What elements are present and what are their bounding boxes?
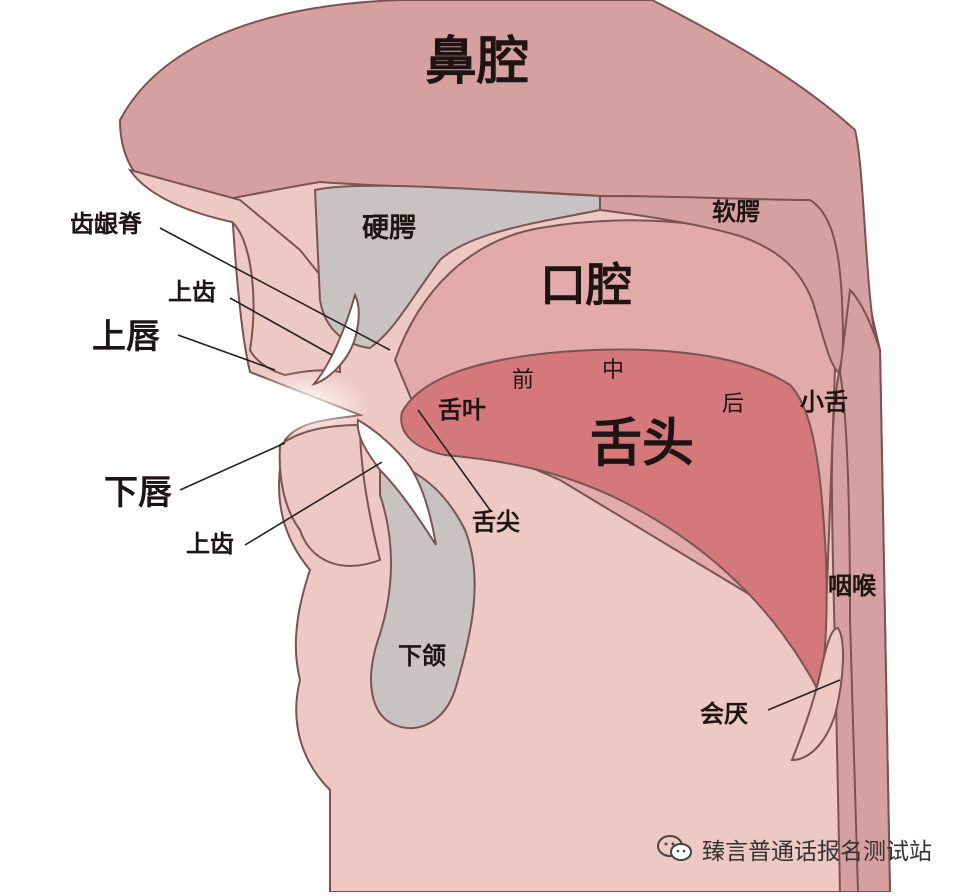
label-soft-palate: 软腭 (712, 198, 760, 226)
label-lower-teeth: 上齿 (186, 530, 234, 558)
label-tongue-tip: 舌尖 (472, 508, 520, 536)
label-tongue: 舌头 (590, 414, 695, 474)
label-tongue-front: 前 (512, 368, 535, 393)
label-lower-lip: 下唇 (104, 473, 172, 513)
leader-upper-lip (177, 334, 276, 371)
leader-upper-teeth (229, 297, 333, 356)
wechat-icon (657, 835, 692, 861)
lower-lip-shape (278, 423, 382, 567)
watermark: 臻言普通话报名测试站 (656, 832, 932, 866)
label-hard-palate: 硬腭 (362, 213, 416, 244)
leader-lines (159, 227, 841, 711)
leader-lower-teeth (244, 461, 383, 546)
lower-tooth (356, 418, 437, 546)
label-upper-teeth: 上齿 (168, 278, 216, 306)
mandible (370, 453, 476, 730)
upper-tooth (311, 292, 360, 386)
watermark-text: 臻言普通话报名测试站 (702, 839, 932, 865)
hard-palate (313, 184, 601, 350)
leader-lower-lip (179, 442, 286, 491)
leader-epiglottis (767, 679, 841, 711)
label-upper-lip: 上唇 (92, 317, 160, 357)
label-alveolar-ridge: 齿龈脊 (70, 210, 142, 238)
epiglottis (790, 626, 844, 762)
label-tongue-middle: 中 (602, 358, 625, 383)
label-tongue-blade: 舌叶 (438, 396, 486, 424)
label-oral-cavity: 口腔 (540, 258, 632, 312)
pharynx (838, 287, 892, 893)
label-uvula: 小舌 (800, 388, 848, 416)
label-mandible: 下颌 (398, 642, 446, 670)
label-epiglottis: 会厌 (700, 700, 748, 728)
label-nasal-cavity: 鼻腔 (425, 32, 530, 92)
label-pharynx: 咽喉 (828, 572, 876, 600)
mouth-opening (230, 370, 370, 440)
leader-tongue-tip (417, 409, 491, 511)
label-tongue-back: 后 (722, 392, 745, 417)
soft-palate (599, 194, 845, 374)
tongue-shape (400, 348, 828, 693)
leader-alveolar-ridge (159, 227, 391, 351)
